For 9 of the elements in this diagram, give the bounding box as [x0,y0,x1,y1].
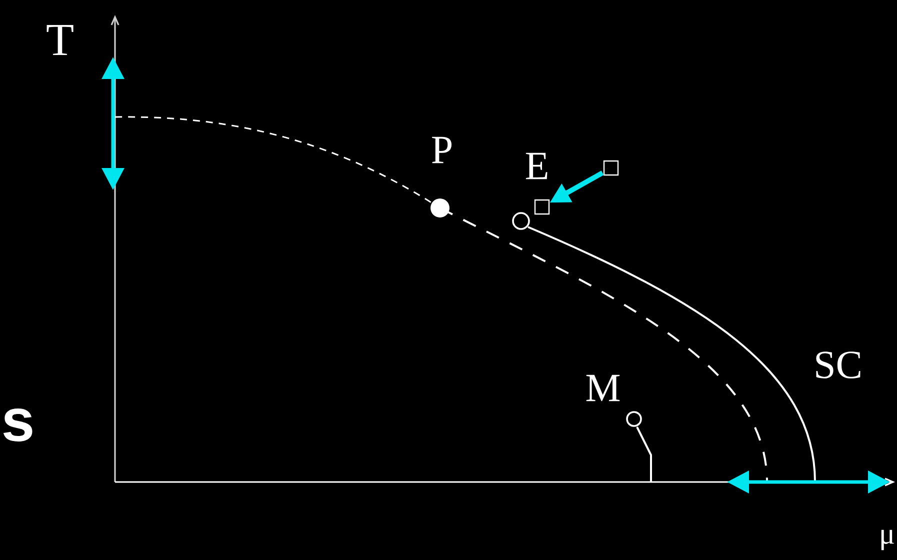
axis-label: SC [816,352,860,378]
axis-label: P [432,136,452,164]
axis-label: μ [881,530,894,550]
axis-label: M [586,374,620,402]
square-marker [534,199,550,215]
square-marker [603,160,619,176]
axis-label: T [46,24,74,56]
axis-label: E [526,152,548,180]
axis-label: s [3,408,32,442]
